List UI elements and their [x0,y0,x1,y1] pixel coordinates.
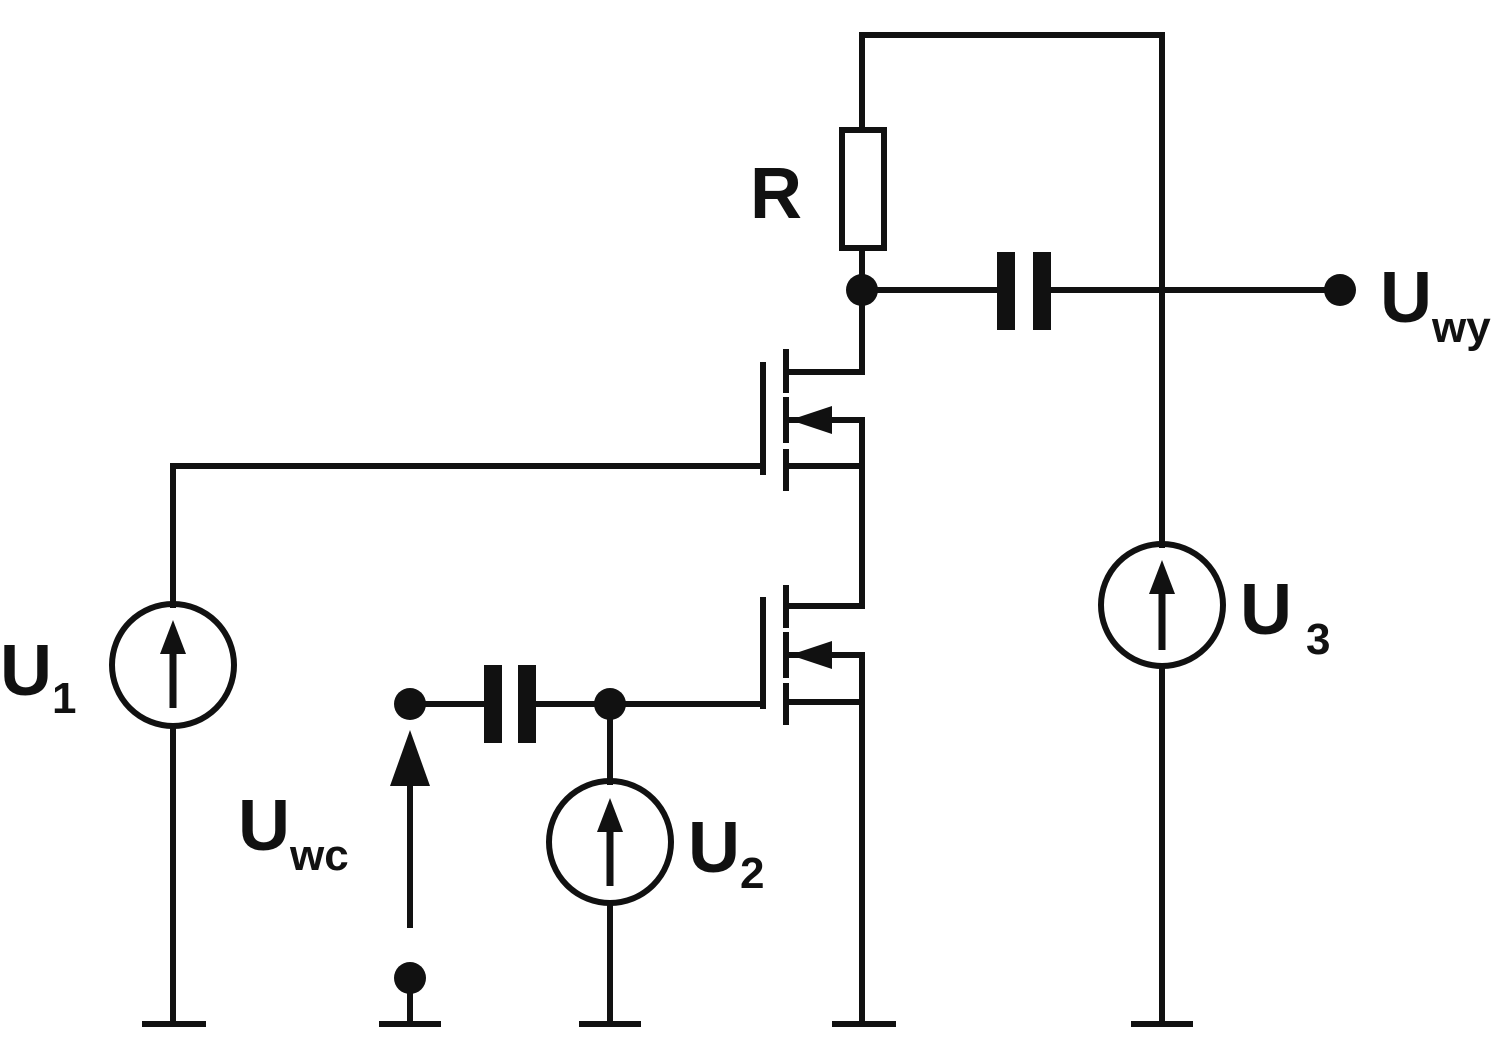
u2-label: U2 [688,808,764,898]
input-voltage-arrow-head [390,730,430,786]
input-capacitor-plate-left [484,665,502,743]
u3-arrow-head-icon [1149,560,1175,594]
output-voltage-label: Uwy [1380,258,1491,352]
u1-label: U1 [0,631,76,723]
lower-mosfet [760,585,865,725]
output-terminal-dot [1324,274,1356,306]
input-voltage-label: Uwc [238,786,349,880]
u1-arrow-head-icon [160,620,186,654]
upper-mosfet [760,349,865,609]
output-capacitor-plate-right [1033,252,1051,330]
input-capacitor-plate-right [518,665,536,743]
resistor-r [839,127,887,251]
output-capacitor-plate-left [997,252,1015,330]
resistor-label: R [750,154,802,234]
wire-upper-gate-to-u1 [170,463,766,608]
u2-arrow-head-icon [597,798,623,832]
